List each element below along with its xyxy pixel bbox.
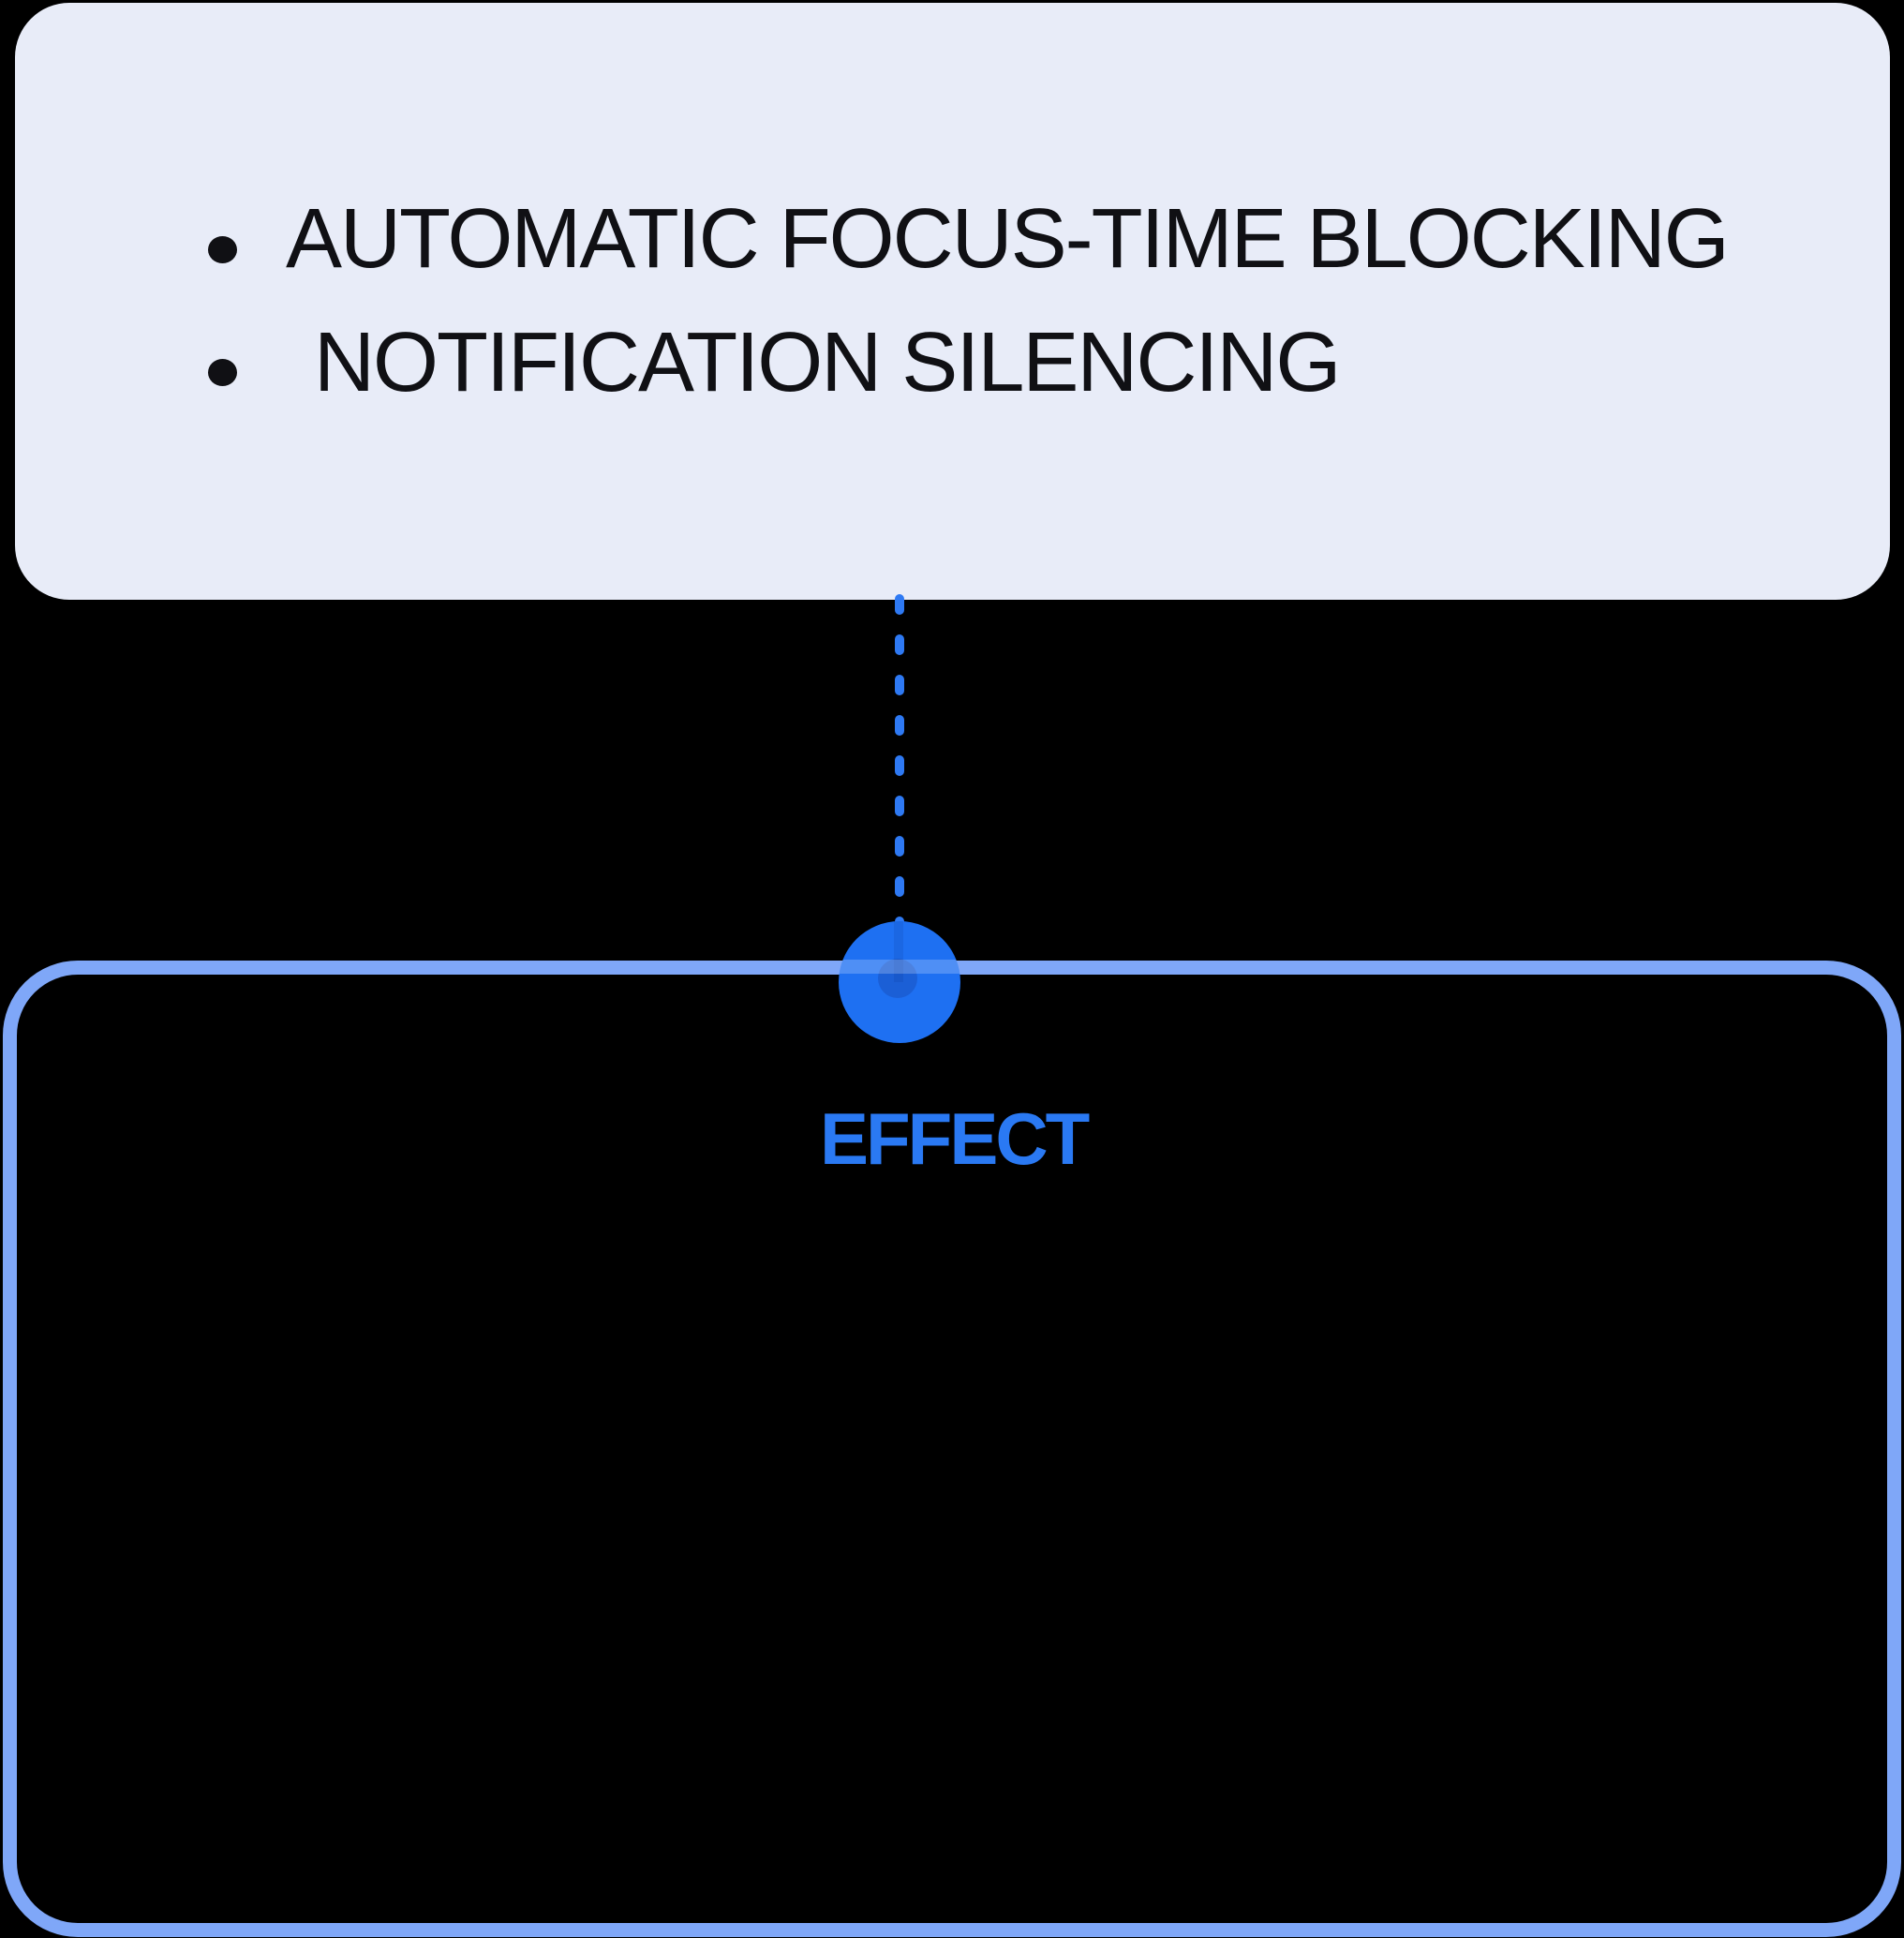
effect-label: EFFECT [820, 1097, 1090, 1180]
features-card: AUTOMATIC FOCUS-TIME BLOCKING NOTIFICATI… [15, 3, 1890, 600]
bullet-dot-icon [208, 236, 237, 263]
connector-dot-inner-icon [878, 959, 917, 998]
bullet-item-automatic-focus-time-blocking: AUTOMATIC FOCUS-TIME BLOCKING [286, 192, 1730, 286]
effect-section: EFFECT [3, 961, 1901, 1937]
bullet-item-notification-silencing: NOTIFICATION SILENCING [314, 316, 1341, 410]
connector-dashed-line [895, 594, 904, 928]
bullet-dot-icon [208, 359, 237, 386]
connector-dot-streak [894, 921, 903, 982]
connector-dot-icon [839, 921, 960, 1043]
connector-dot-band [839, 960, 960, 974]
